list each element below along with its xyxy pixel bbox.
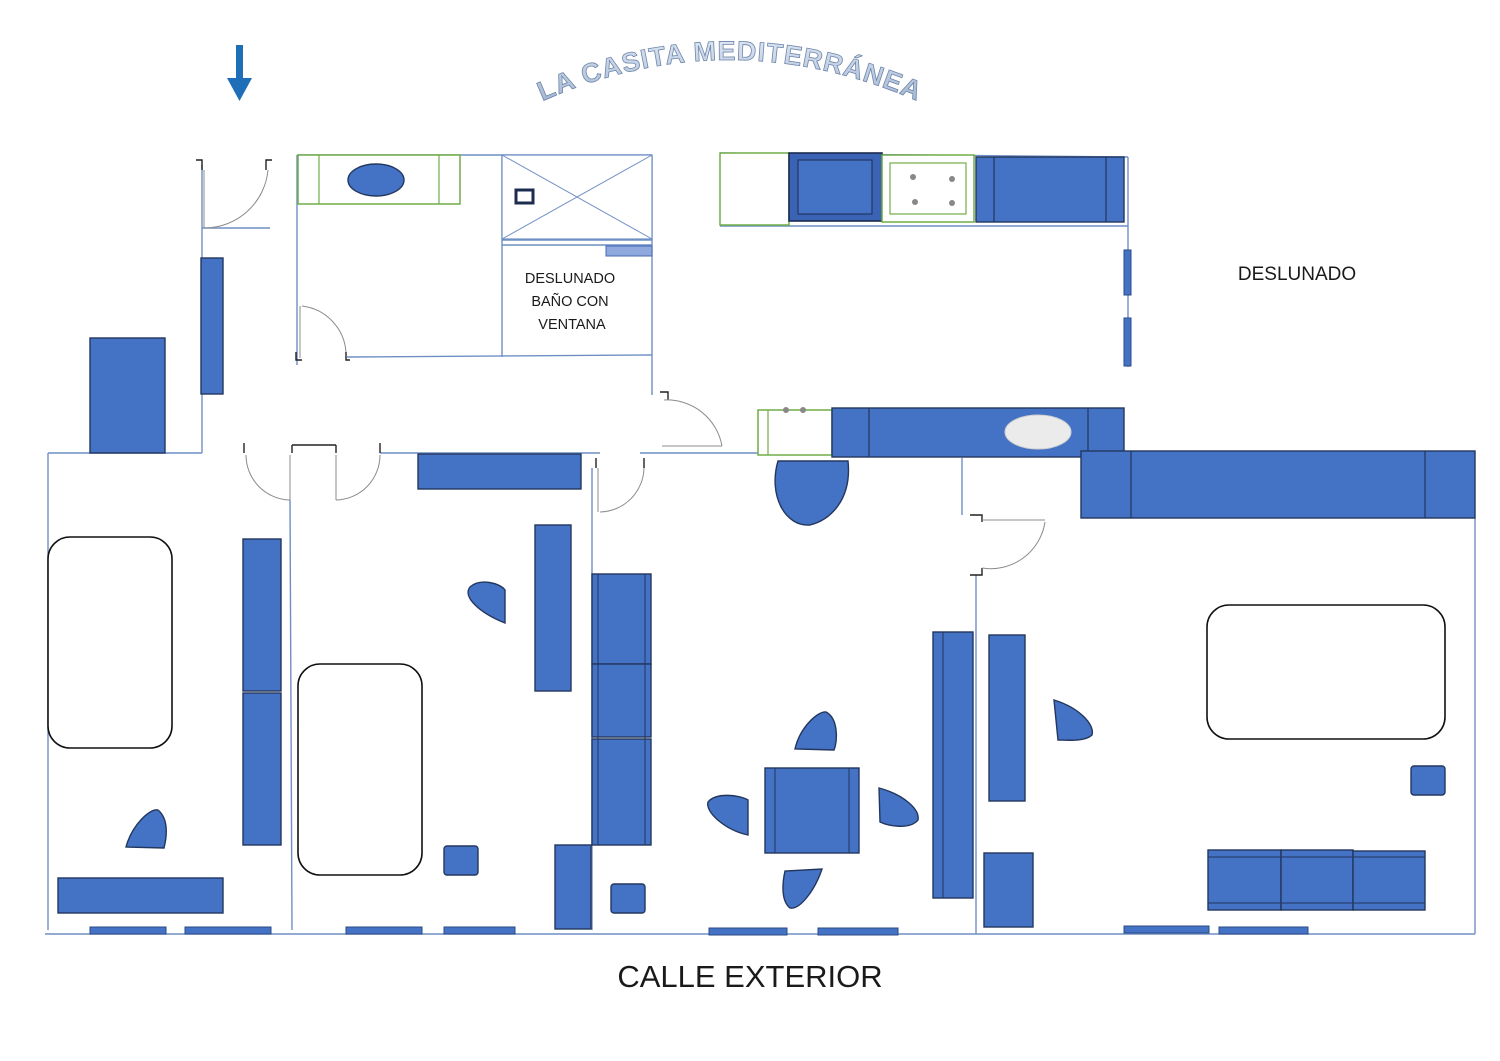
nightstand-2 <box>443 845 479 876</box>
window-2a <box>345 926 423 935</box>
wardrobe-1a <box>242 538 282 692</box>
kitchen-counter <box>975 156 1125 223</box>
chair-3 <box>1053 699 1093 741</box>
tv-cabinet <box>932 631 974 899</box>
dining-chair-bottom <box>782 868 823 909</box>
dining-area <box>591 460 974 936</box>
bed-1 <box>47 536 173 749</box>
window-4b <box>1218 926 1309 935</box>
bedroom-3 <box>983 604 1446 935</box>
bedroom-1 <box>47 536 282 935</box>
kitchen <box>719 152 1132 458</box>
wardrobe-3 <box>988 634 1026 802</box>
window-4a <box>1123 925 1210 934</box>
dining-chair-left <box>707 794 749 836</box>
island-sink <box>1004 414 1072 450</box>
kitchen-window-1 <box>1123 249 1132 296</box>
window-3b <box>817 927 899 936</box>
cooktop <box>881 154 975 223</box>
right-counter <box>1080 450 1476 519</box>
bed-3 <box>1206 604 1446 740</box>
window-3a <box>708 927 788 936</box>
dining-chair-right <box>878 787 919 827</box>
bathroom <box>297 154 653 257</box>
light-well-right-label: DESLUNADO <box>1238 264 1356 285</box>
window-1a <box>89 926 167 935</box>
down-arrow-icon <box>227 45 252 101</box>
fridge <box>719 152 790 226</box>
cabinet-2 <box>554 844 592 930</box>
dresser-3b <box>1280 849 1354 911</box>
wardrobe-2 <box>534 524 572 692</box>
plan-title: LA CASITA MEDITERRÁNEA <box>533 36 927 107</box>
window-2b <box>443 926 516 935</box>
cabinet-3 <box>983 852 1034 928</box>
dresser-3c <box>1352 850 1426 911</box>
chair-2 <box>467 581 506 625</box>
chair-1 <box>125 809 167 849</box>
sofa-section-2 <box>591 663 652 738</box>
dresser-3a <box>1207 849 1282 911</box>
desk-1 <box>57 877 224 914</box>
shower-drain <box>514 188 535 205</box>
armchair <box>774 460 850 526</box>
street-label: CALLE EXTERIOR <box>617 959 882 994</box>
wardrobe-1b <box>242 692 282 846</box>
window-1b <box>184 926 272 935</box>
doors <box>196 159 1046 576</box>
hall-cabinet <box>89 337 166 454</box>
bed-2 <box>297 663 423 876</box>
dining-chair-top <box>794 711 838 751</box>
washbasin <box>347 163 405 197</box>
hall-shelf <box>200 257 224 395</box>
nightstand-3 <box>1410 765 1446 796</box>
island-counter <box>831 407 1125 458</box>
kitchen-window-2 <box>1123 317 1132 367</box>
sofa-section-1 <box>591 573 652 665</box>
small-cooktop <box>757 409 833 456</box>
light-well-bathroom-label: DESLUNADO BAÑO CON VENTANA <box>525 271 619 333</box>
dining-table <box>764 767 860 854</box>
side-table <box>610 883 646 914</box>
bathroom-window <box>605 245 653 257</box>
bedroom-2 <box>297 453 592 935</box>
sofa-section-3 <box>591 738 652 846</box>
desk-2 <box>417 453 582 490</box>
